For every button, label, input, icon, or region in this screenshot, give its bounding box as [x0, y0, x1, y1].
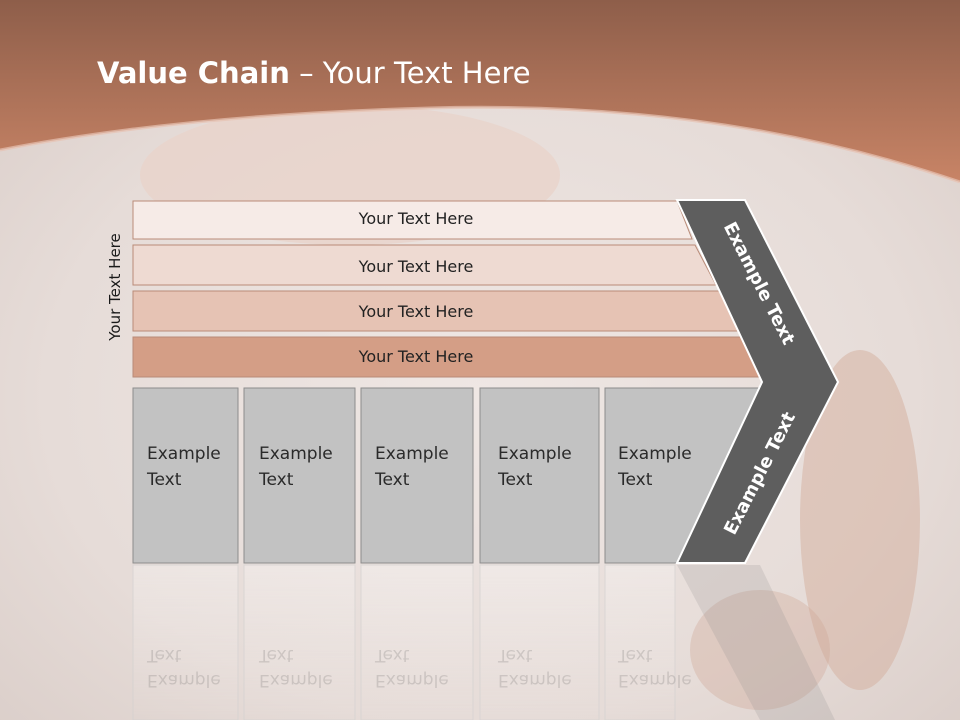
box-reflection-text: Example [498, 670, 572, 690]
box-3 [360, 387, 474, 564]
box-reflection-text: Text [497, 645, 533, 665]
chevron-reflection [677, 565, 835, 720]
box-reflection [479, 564, 600, 720]
box-reflection-text: Example [147, 670, 221, 690]
box-reflection-text: Text [374, 645, 410, 665]
box-reflection-text: Text [258, 645, 294, 665]
box-1 [132, 387, 239, 564]
bar-1-label: Your Text Here [358, 209, 474, 228]
bar-4-label: Your Text Here [358, 347, 474, 366]
box-2-line1: Example [259, 444, 333, 464]
title-rest: – Your Text Here [289, 56, 531, 90]
box-5-line1: Example [618, 444, 692, 464]
box-2 [243, 387, 356, 564]
bar-2-label: Your Text Here [358, 257, 474, 276]
box-reflection-text: Example [618, 670, 692, 690]
bar-1 [132, 200, 693, 240]
chevron [675, 199, 840, 564]
box-4-line1: Example [498, 444, 572, 464]
box-reflection [360, 564, 474, 720]
box-1-line2: Text [146, 470, 182, 490]
box-reflection [604, 564, 676, 720]
box-reflection-text: Text [146, 645, 182, 665]
box-reflection-text: Text [617, 645, 653, 665]
box-2-line2: Text [258, 470, 294, 490]
box-4 [479, 387, 600, 564]
title-bold: Value Chain [97, 56, 290, 90]
box-4-line2: Text [497, 470, 533, 490]
box-3-line2: Text [374, 470, 410, 490]
box-reflection-text: Example [259, 670, 333, 690]
box-3-line1: Example [375, 444, 449, 464]
box-5-line2: Text [617, 470, 653, 490]
box-reflection [132, 564, 239, 720]
slide-title: Value Chain – Your Text Here [97, 56, 531, 90]
box-reflection [243, 564, 356, 720]
box-1-line1: Example [147, 444, 221, 464]
box-reflection-text: Example [375, 670, 449, 690]
bar-3-label: Your Text Here [358, 302, 474, 321]
reflection-group: Example Text Example Text Example Text E… [132, 564, 835, 720]
